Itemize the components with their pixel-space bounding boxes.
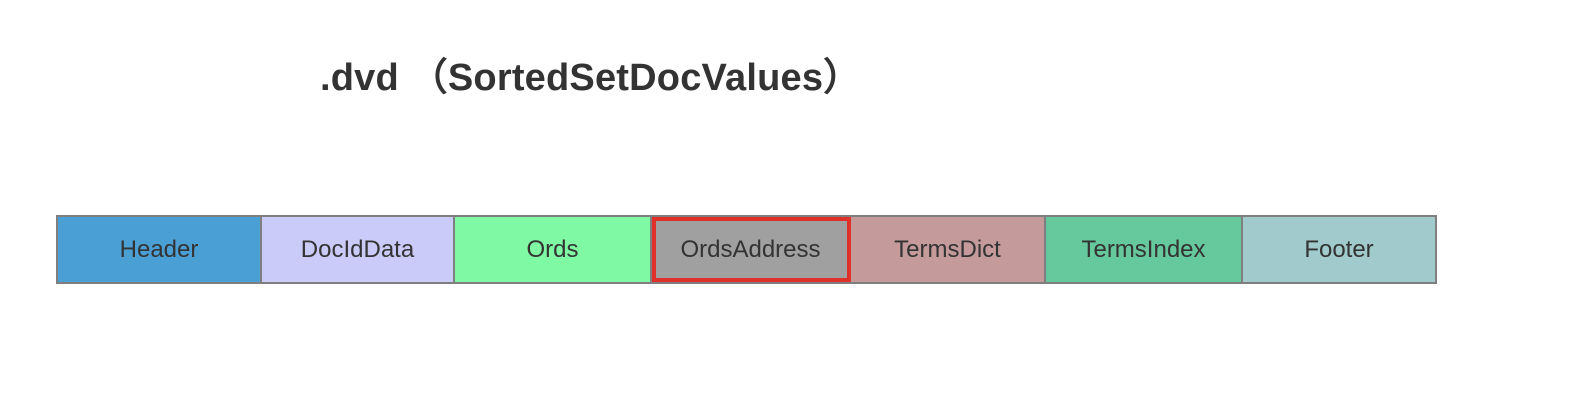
segment-label: TermsIndex [1081, 235, 1206, 263]
segment-docid-data: DocIdData [262, 217, 455, 282]
diagram-title: .dvd （SortedSetDocValues） [320, 57, 862, 99]
segment-ords-address: OrdsAddress [652, 217, 851, 282]
segment-label: Header [119, 235, 199, 263]
segment-header: Header [58, 217, 262, 282]
segment-footer: Footer [1243, 217, 1435, 282]
segment-label: OrdsAddress [680, 235, 821, 263]
segment-label: TermsDict [894, 235, 1001, 263]
segment-ords: Ords [455, 217, 652, 282]
segment-terms-index: TermsIndex [1046, 217, 1243, 282]
segment-label: Footer [1304, 235, 1374, 263]
segment-label: DocIdData [300, 235, 415, 263]
segment-terms-dict: TermsDict [851, 217, 1046, 282]
file-structure-row: Header DocIdData Ords OrdsAddress TermsD… [56, 215, 1437, 284]
segment-label: Ords [526, 235, 579, 263]
